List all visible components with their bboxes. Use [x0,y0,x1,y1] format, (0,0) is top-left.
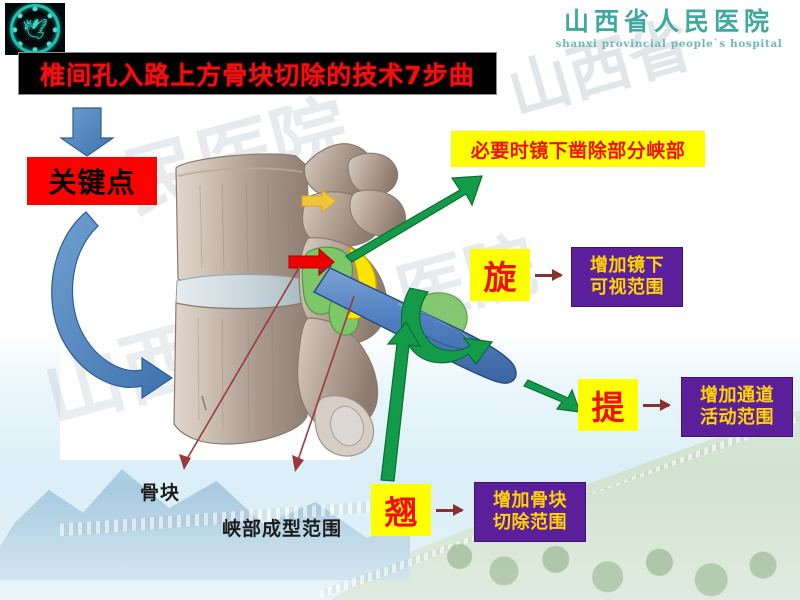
step-key-lift: 提 [578,379,638,431]
step-arrow-lift-icon [643,399,671,411]
step-result-lift: 增加通道 活动范围 [681,377,793,437]
step-arrow-tilt-icon [436,504,464,516]
leader-line-bone-block [179,266,300,470]
step-result-tilt-line2: 切除范围 [493,512,567,533]
rotate-direction-arrow [346,176,482,262]
step-result-tilt: 增加骨块 切除范围 [474,482,586,542]
flow-arrow-curved [52,212,172,398]
vertebral-body-lower [174,302,312,444]
tilt-direction-arrow [381,322,420,481]
key-point-box: 关键点 [27,157,157,205]
callout-isthmus-note-text: 必要时镜下凿除部分峡部 [470,139,686,162]
facet-arrow-icon [302,190,336,212]
label-isthmus-range: 峡部成型范围 [222,518,343,540]
step-result-rotate-line2: 可视范围 [590,277,664,298]
hospital-brand: 山西省人民医院 shanxi provincial people`s hospi… [545,8,793,50]
lift-direction-arrow [524,380,580,412]
step-result-lift-line1: 增加通道 [700,385,774,407]
label-bone-block: 骨块 [140,482,181,504]
hospital-logo: 🕊 [5,3,65,55]
slide-title-bar: 椎间孔入路上方骨块切除的技术7步曲 [18,52,497,95]
vertebral-body-upper [176,154,310,286]
hospital-name-en: shanxi provincial people`s hospital [555,37,783,50]
step-key-tilt: 翘 [371,484,431,536]
step-key-tilt-label: 翘 [384,493,418,532]
logo-dots-icon [13,7,57,51]
step-result-lift-line2: 活动范围 [700,407,774,428]
step-result-tilt-line1: 增加骨块 [493,490,567,512]
step-key-rotate-label: 旋 [483,258,517,297]
key-point-label: 关键点 [48,166,136,199]
step-arrow-rotate-icon [535,269,563,281]
slide-title-text: 椎间孔入路上方骨块切除的技术7步曲 [40,60,475,90]
intervertebral-disc [176,275,306,309]
step-result-rotate: 增加镜下 可视范围 [571,247,683,307]
callout-isthmus-note: 必要时镜下凿除部分峡部 [451,131,705,167]
step-key-rotate: 旋 [470,249,530,301]
step-key-lift-label: 提 [591,388,625,427]
hospital-name-cn: 山西省人民医院 [563,7,774,36]
step-result-rotate-line1: 增加镜下 [590,255,664,277]
flow-arrow-down [61,108,113,156]
leader-line-isthmus [292,296,354,472]
